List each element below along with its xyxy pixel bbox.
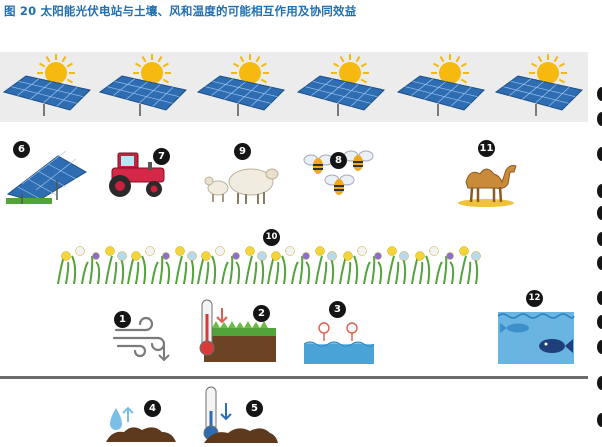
soil-cooling-icon [200,385,280,445]
edge-marker [597,291,602,305]
divider-line [0,376,588,379]
edge-marker [597,112,602,126]
edge-marker [597,340,602,354]
badge-5: 5 [246,400,263,417]
soil-moisture-icon [102,400,178,444]
badge-10: 10 [263,229,280,246]
fish-tank-icon [496,308,576,366]
flower-icon [268,247,337,285]
edge-marker [597,147,602,161]
badge-1: 1 [114,311,131,328]
edge-marker [597,184,602,198]
edge-marker [597,206,602,220]
edge-marker [597,256,602,270]
edge-marker [597,232,602,246]
flower-icon [128,247,197,285]
flower-icon [340,247,409,285]
evaporation-icon [302,316,376,368]
flower-icon [198,247,267,285]
edge-marker [597,413,602,427]
badge-3: 3 [329,301,346,318]
edge-marker [597,315,602,329]
flower-icon [412,247,481,285]
edge-marker [597,87,602,101]
flower-icon [58,247,127,285]
badge-2: 2 [253,305,270,322]
badge-4: 4 [144,400,161,417]
edge-marker [597,376,602,390]
badge-12: 12 [526,290,543,307]
